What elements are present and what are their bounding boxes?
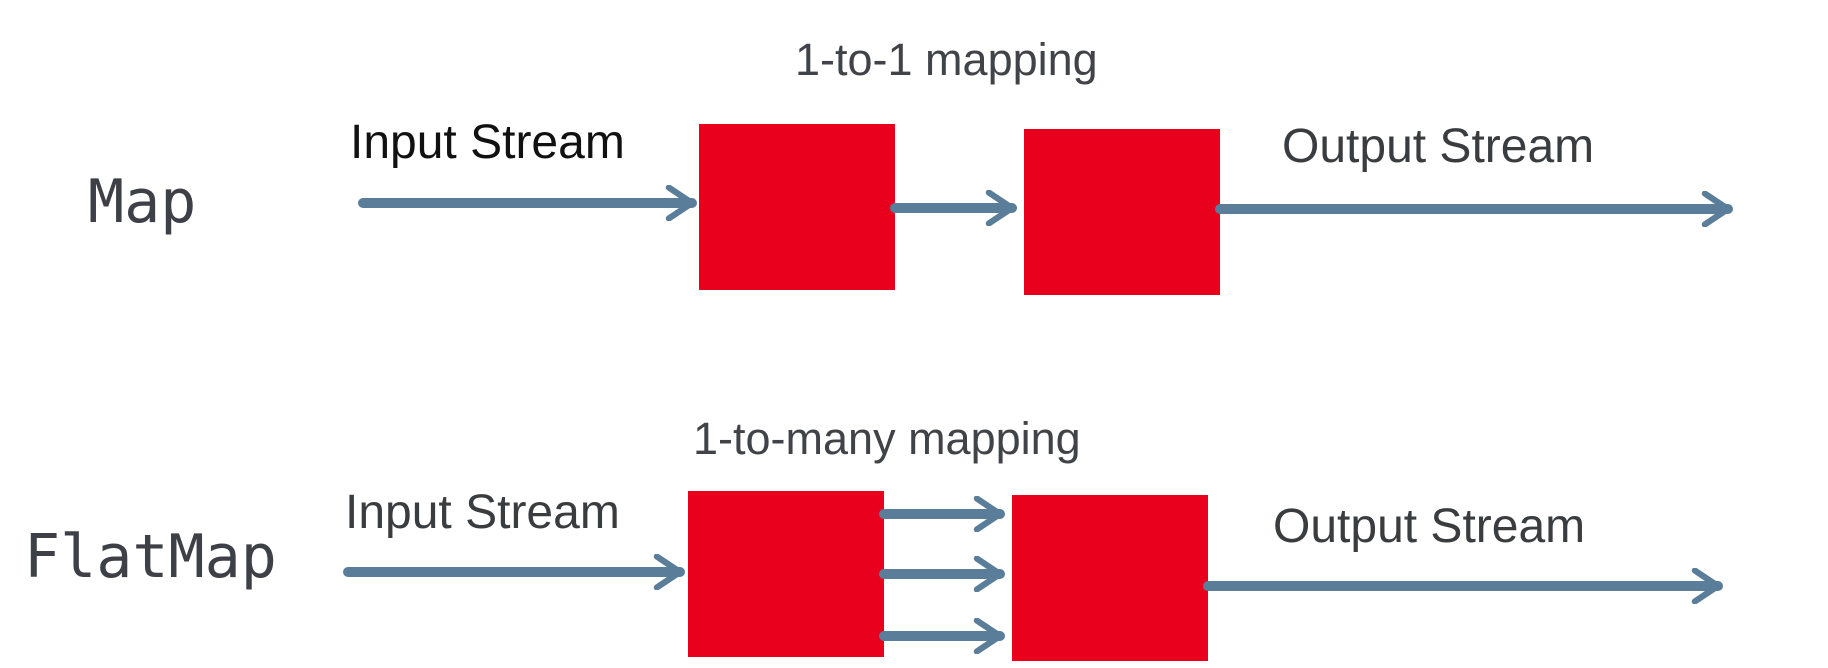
map-input-label: Input Stream <box>350 116 625 169</box>
map-output-label: Output Stream <box>1282 120 1594 173</box>
flatmap-input-label: Input Stream <box>345 486 620 539</box>
map-source-box <box>699 124 895 290</box>
map-row: Map 1-to-1 mapping Input Stream Output S… <box>88 34 1733 295</box>
flatmap-source-box <box>688 491 884 657</box>
map-title: Map <box>88 167 196 237</box>
flatmap-caption: 1-to-many mapping <box>693 413 1081 464</box>
flatmap-target-box <box>1012 495 1208 661</box>
flatmap-row: FlatMap 1-to-many mapping Input Stream O… <box>24 413 1723 661</box>
flatmap-output-label: Output Stream <box>1273 500 1585 553</box>
flatmap-title: FlatMap <box>24 522 277 592</box>
map-caption: 1-to-1 mapping <box>795 34 1098 85</box>
map-target-box <box>1024 129 1220 295</box>
